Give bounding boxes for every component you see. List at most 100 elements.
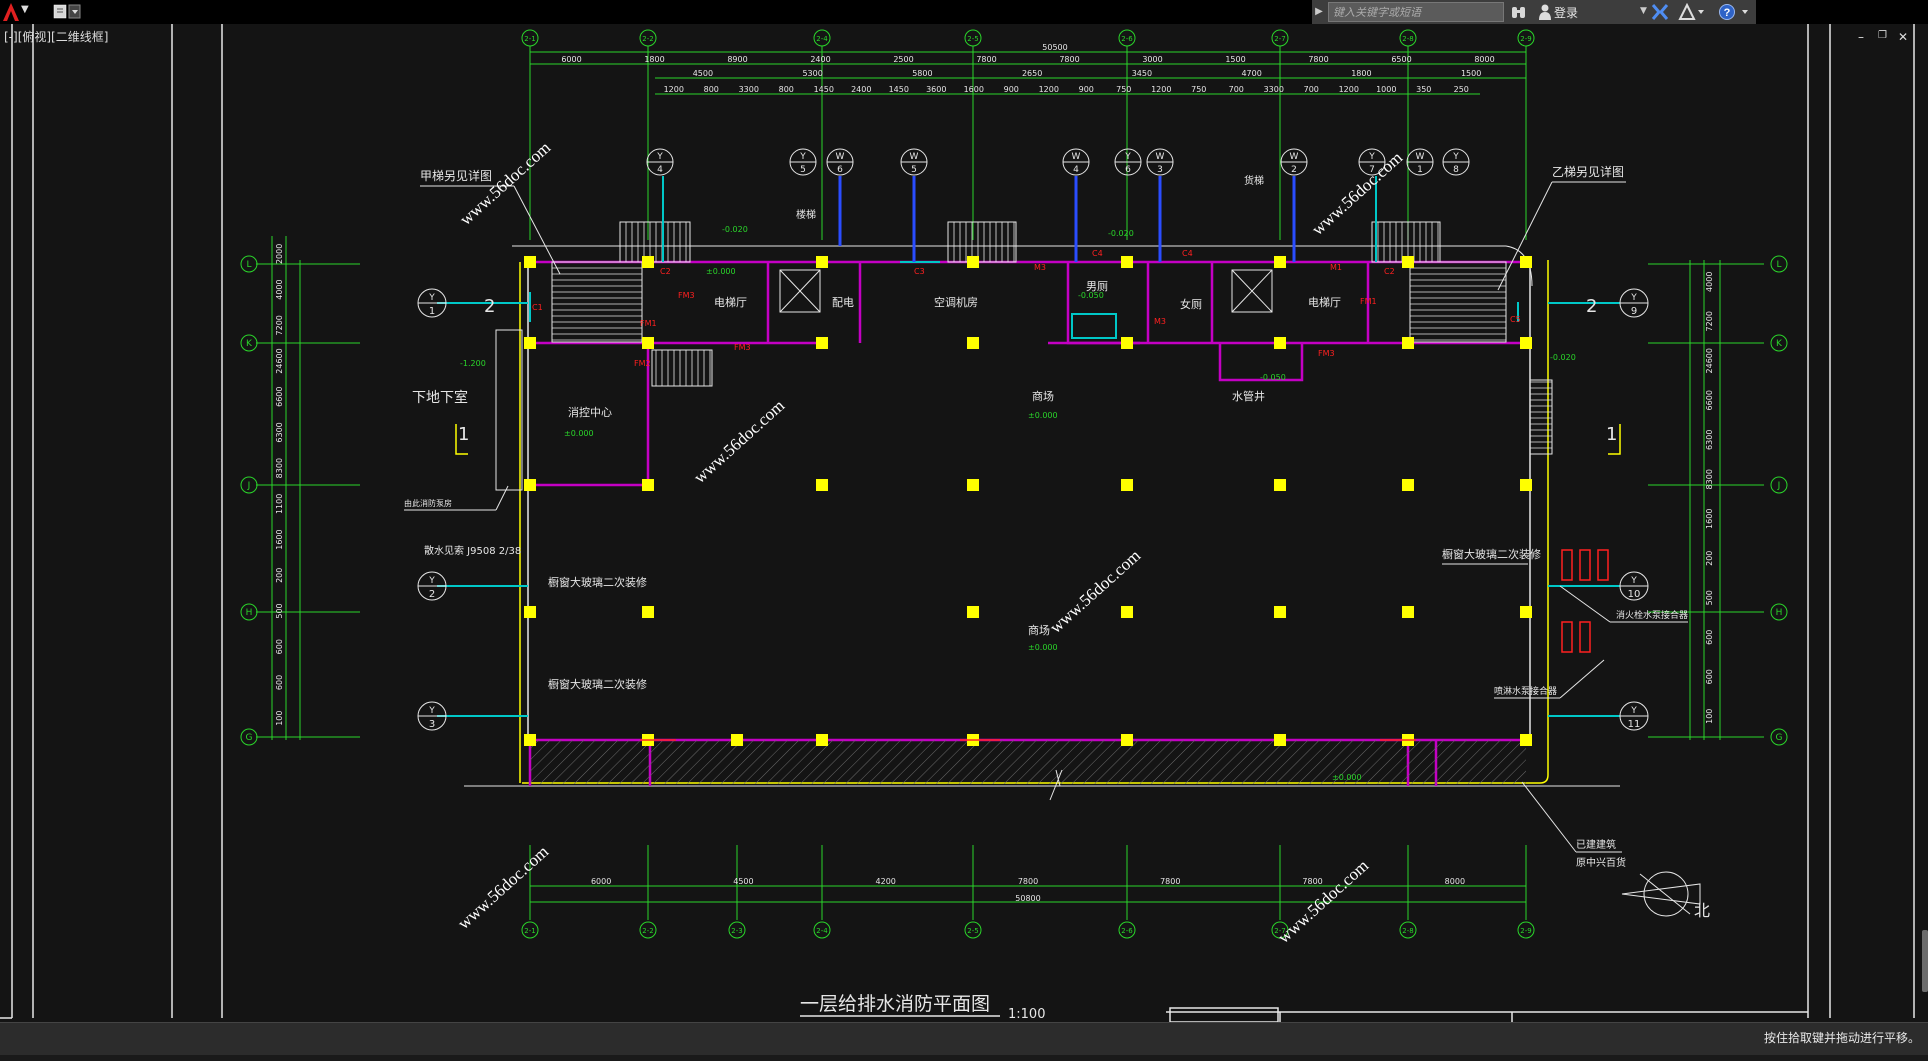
dimension-text: 6000: [561, 55, 581, 64]
dimension-text: 8000: [1474, 55, 1494, 64]
axis-bubble-label: 2-4: [816, 35, 828, 43]
axis-bubble: 2-2: [639, 921, 657, 939]
watermark-text: www.56doc.com: [690, 396, 788, 487]
column: [1274, 606, 1286, 618]
riser-bubble: W3: [1146, 148, 1174, 176]
leader-lines: [404, 181, 1688, 853]
restore-icon[interactable]: ❐: [1878, 30, 1887, 41]
room-label: 电梯厅: [714, 296, 747, 309]
riser-number: 4: [1073, 165, 1079, 175]
expand-arrow-icon[interactable]: ▶: [1315, 6, 1323, 17]
column: [816, 256, 828, 268]
svg-text:C2: C2: [660, 267, 671, 276]
scrollbar-thumb[interactable]: [1922, 930, 1928, 992]
dimension-text: 7800: [1059, 55, 1079, 64]
note-text: 橱窗大玻璃二次装修: [548, 677, 647, 691]
axis-bubble-label: G: [1776, 733, 1783, 743]
blue-risers: [838, 176, 1296, 262]
axis-bubble-label: L: [1776, 260, 1781, 270]
help-icon[interactable]: ?: [1718, 3, 1754, 21]
login-button[interactable]: 登录 ▼: [1536, 0, 1647, 24]
axis-bubble: 2-2: [639, 29, 657, 47]
minimize-icon[interactable]: –: [1858, 30, 1864, 44]
column: [524, 479, 536, 491]
svg-text:C3: C3: [914, 267, 925, 276]
riser-number: 2: [1291, 165, 1297, 175]
riser-bubble: Y3: [417, 701, 447, 731]
window-controls: – ❐ ✕: [1856, 30, 1916, 46]
dimension-text: 7200: [275, 315, 284, 335]
column: [967, 337, 979, 349]
watermark-text: www.56doc.com: [1274, 856, 1372, 947]
fire-connector-symbols: [640, 549, 1609, 741]
level-text: ±0.000: [564, 429, 594, 438]
quick-access-tool-icon[interactable]: [48, 2, 88, 22]
dimension-text: 6600: [275, 387, 284, 407]
axis-bubble-label: 2-6: [1121, 35, 1133, 43]
dimension-text: 4000: [1705, 272, 1714, 292]
column: [1274, 479, 1286, 491]
application-menu-button[interactable]: ▼: [0, 0, 40, 24]
riser-number: 3: [1157, 165, 1163, 175]
riser-number: 4: [657, 165, 663, 175]
left-dimension-texts: 2000400072002460066006300830011001600200…: [275, 244, 284, 726]
riser-number: 3: [429, 719, 435, 730]
level-text: ±0.000: [1028, 411, 1058, 420]
note-text: 已建建筑: [1576, 838, 1616, 851]
level-text: -0.020: [1108, 229, 1134, 238]
riser-bubble: W1: [1406, 148, 1434, 176]
column: [1121, 606, 1133, 618]
close-icon[interactable]: ✕: [1898, 30, 1909, 44]
column: [642, 606, 654, 618]
dimension-text: 1200: [1151, 85, 1171, 94]
dimension-text: 600: [275, 639, 284, 654]
room-label: 女厕: [1180, 297, 1202, 311]
note-text: 橱窗大玻璃二次装修: [548, 575, 647, 589]
dimension-text: 2400: [810, 55, 830, 64]
viewport-controls-label[interactable]: [-][俯视][二维线框]: [4, 30, 109, 44]
axis-bubble-label: 2-8: [1402, 35, 1413, 43]
note-text: 原中兴百货: [1576, 856, 1626, 869]
autodesk-exchange-icon[interactable]: [1650, 3, 1670, 21]
dimension-text: 6500: [1391, 55, 1411, 64]
riser-bubble: Y4: [646, 148, 674, 176]
dimension-text: 700: [1304, 85, 1319, 94]
dimension-text: 24600: [275, 348, 284, 373]
room-label: 水管井: [1232, 389, 1265, 403]
column: [816, 734, 828, 746]
axis-bubble-circle: [813, 921, 831, 939]
level-marks: ±0.000 ±0.000 ±0.000 -1.200 ±0.000 -0.02…: [460, 225, 1576, 782]
svg-text:FM2: FM2: [634, 359, 651, 368]
column: [642, 256, 654, 268]
axis-bubble-label: J: [247, 481, 251, 491]
a360-icon[interactable]: [1678, 3, 1708, 21]
riser-number: 5: [800, 165, 806, 175]
axis-bubble-circle: [1271, 29, 1289, 47]
riser-bubble: W4: [1062, 148, 1090, 176]
axis-bubble-circle: [521, 921, 539, 939]
column: [1520, 606, 1532, 618]
column: [1274, 734, 1286, 746]
axis-bubble: K: [240, 334, 258, 352]
axis-bubble: 2-5: [964, 921, 982, 939]
axis-bubble: 2-9: [1517, 29, 1535, 47]
binoculars-icon[interactable]: [1510, 3, 1528, 21]
search-input[interactable]: [1328, 2, 1504, 22]
column: [1520, 337, 1532, 349]
dimension-text: 100: [1705, 709, 1714, 724]
building-outline: [464, 245, 1620, 787]
watermark-text: www.56doc.com: [1308, 148, 1406, 239]
dimension-text: 7800: [1018, 877, 1038, 886]
riser-bubble: Y11: [1619, 701, 1649, 731]
dimension-text: 800: [779, 85, 794, 94]
dimension-text: 1600: [964, 85, 984, 94]
chevron-down-icon: ▼: [21, 4, 29, 15]
riser-bubble: Y9: [1619, 288, 1649, 318]
annotation-notes: 甲梯另见详图 乙梯另见详图 下地下室 楼梯 货梯 由此消防泵房 散水见索 J95…: [404, 164, 1688, 869]
level-text: -1.200: [460, 359, 486, 368]
axis-bubble: L: [1770, 255, 1788, 273]
riser-number: 1: [429, 306, 435, 317]
